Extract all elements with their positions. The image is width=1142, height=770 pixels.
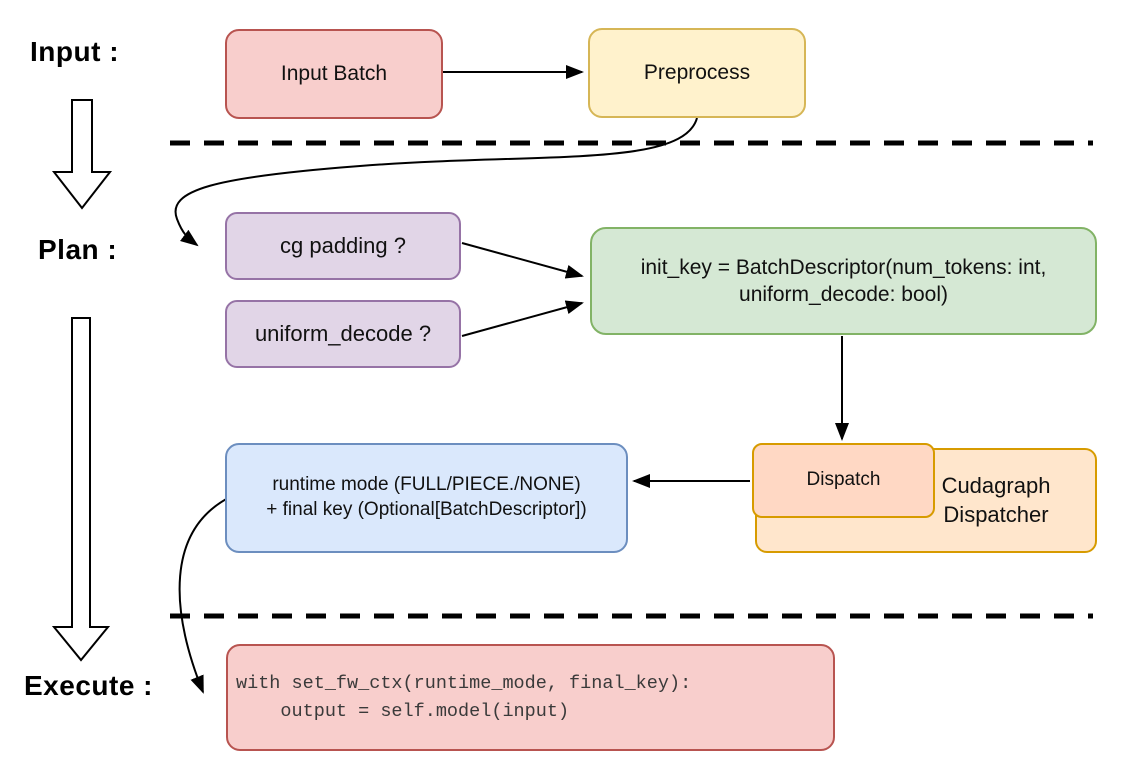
cudagraph-dispatcher-label: Cudagraph Dispatcher <box>915 450 1077 551</box>
execute-code-line1: with set_fw_ctx(runtime_mode, final_key)… <box>236 672 692 694</box>
cudagraph-line2: Dispatcher <box>943 501 1049 527</box>
cg-padding-label: cg padding ? <box>280 232 406 258</box>
input-stage-label: Input : <box>30 36 120 67</box>
cudagraph-line1: Cudagraph <box>941 472 1051 498</box>
execute-stage-label: Execute : <box>24 670 153 701</box>
init-key-node: init_key = BatchDescriptor(num_tokens: i… <box>590 227 1097 335</box>
execute-code-node: with set_fw_ctx(runtime_mode, final_key)… <box>226 644 835 751</box>
input-batch-label: Input Batch <box>280 62 388 86</box>
edge-preprocess-cgpadding <box>174 117 698 247</box>
init-key-line2: uniform_decode: bool) <box>739 283 948 306</box>
init-key-line1: init_key = BatchDescriptor(num_tokens: i… <box>640 255 1047 279</box>
runtime-mode-line2: + final key (Optional[BatchDescriptor]) <box>266 499 587 520</box>
execute-code-line2: output = self.model(input) <box>236 700 570 722</box>
uniform-decode-node: uniform_decode ? <box>225 300 461 368</box>
input-batch-node: Input Batch <box>225 29 443 119</box>
uniform-decode-label: uniform_decode ? <box>254 320 432 346</box>
plan-stage-label: Plan : <box>38 234 118 265</box>
input-stage-arrow <box>51 99 113 210</box>
preprocess-label: Preprocess <box>643 61 751 85</box>
cg-padding-node: cg padding ? <box>225 212 461 280</box>
edge-runtime-execute <box>178 496 231 694</box>
dispatch-label: Dispatch <box>806 469 881 491</box>
runtime-mode-node: runtime mode (FULL/PIECE./NONE) + final … <box>225 443 628 553</box>
preprocess-node: Preprocess <box>588 28 806 118</box>
edge-uniformdecode-initkey <box>461 300 584 337</box>
dispatch-node: Dispatch <box>752 443 935 518</box>
runtime-mode-line1: runtime mode (FULL/PIECE./NONE) <box>272 474 581 496</box>
plan-stage-arrow <box>51 317 111 662</box>
edge-cgpadding-initkey <box>461 242 584 279</box>
